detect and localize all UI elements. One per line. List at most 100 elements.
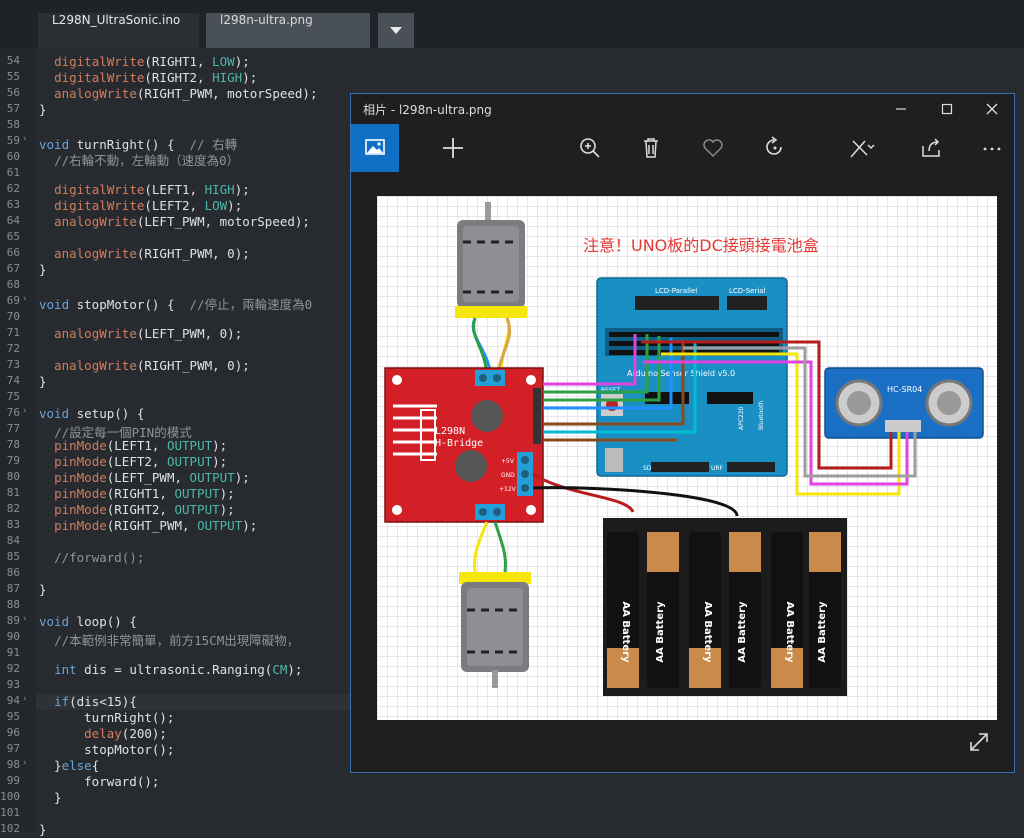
code-line: 60 //右輪不動，左輪動（速度為0） bbox=[0, 150, 1024, 168]
fold-chevron-icon[interactable]: › bbox=[22, 294, 28, 304]
code-text: pinMode(RIGHT_PWM, OUTPUT); bbox=[54, 518, 258, 533]
code-line: 70 bbox=[0, 310, 1024, 326]
battery-label-4: AA Battery bbox=[737, 601, 748, 663]
code-text: void turnRight() { // 右轉 bbox=[39, 137, 238, 152]
fold-chevron-icon[interactable]: › bbox=[22, 694, 28, 704]
code-text: delay(200); bbox=[84, 726, 167, 741]
code-text: } bbox=[39, 102, 47, 117]
line-number: 83 bbox=[6, 518, 20, 531]
code-text: analogWrite(LEFT_PWM, motorSpeed); bbox=[54, 214, 310, 229]
code-text: stopMotor(); bbox=[39, 742, 175, 757]
code-line: 56 analogWrite(RIGHT_PWM, motorSpeed); bbox=[0, 86, 1024, 102]
share-icon bbox=[922, 138, 940, 157]
line-number: 99 bbox=[6, 774, 20, 787]
battery-pack: AA Battery AA Battery AA Battery AA Batt… bbox=[603, 518, 847, 696]
code-line: 59›void turnRight() { // 右轉 bbox=[0, 134, 1024, 152]
code-line: 54 digitalWrite(RIGHT1, LOW); bbox=[0, 54, 1024, 70]
code-line: 84 bbox=[0, 534, 1024, 550]
code-line: 79 pinMode(LEFT2, OUTPUT); bbox=[0, 454, 1024, 470]
code-line: 86 bbox=[0, 566, 1024, 582]
edit-button[interactable] bbox=[835, 124, 883, 172]
tab-png-file[interactable]: l298n-ultra.png bbox=[206, 13, 370, 48]
code-line: 93 bbox=[0, 678, 1024, 694]
line-number: 87 bbox=[6, 582, 20, 595]
add-button[interactable] bbox=[429, 124, 477, 172]
fold-chevron-icon[interactable]: › bbox=[22, 758, 28, 768]
code-line: 90 //本範例非常簡單，前方15CM出現障礙物， bbox=[0, 630, 1024, 648]
code-line: 96 delay(200); bbox=[0, 726, 1024, 742]
code-line: 57} bbox=[0, 102, 1024, 118]
code-line: 85 //forward(); bbox=[0, 550, 1024, 566]
line-number: 90 bbox=[6, 630, 20, 643]
code-text: pinMode(LEFT1, OUTPUT); bbox=[54, 438, 228, 453]
code-line: 55 digitalWrite(RIGHT2, HIGH); bbox=[0, 70, 1024, 86]
line-number: 75 bbox=[6, 390, 20, 403]
fold-chevron-icon[interactable]: › bbox=[22, 406, 28, 416]
minimize-icon[interactable] bbox=[891, 99, 911, 119]
fullscreen-icon[interactable] bbox=[967, 730, 991, 754]
code-line: 67} bbox=[0, 262, 1024, 278]
code-line: 91 bbox=[0, 646, 1024, 662]
edit-draw-icon bbox=[850, 140, 875, 158]
code-line: 80 pinMode(LEFT_PWM, OUTPUT); bbox=[0, 470, 1024, 486]
gnd-label: GND bbox=[501, 472, 515, 479]
maximize-icon[interactable] bbox=[937, 99, 957, 119]
line-number: 89 bbox=[6, 614, 20, 627]
power-wires bbox=[532, 472, 739, 517]
more-options-button[interactable] bbox=[968, 124, 1016, 172]
code-line: 62 digitalWrite(LEFT1, HIGH); bbox=[0, 182, 1024, 198]
line-number: 95 bbox=[6, 710, 20, 723]
code-line: 98› }else{ bbox=[0, 758, 1024, 774]
close-icon[interactable] bbox=[982, 99, 1002, 119]
line-number: 76 bbox=[6, 406, 20, 419]
tab-ino-file[interactable]: L298N_UltraSonic.ino bbox=[38, 13, 199, 48]
line-number: 68 bbox=[6, 278, 20, 291]
line-number: 58 bbox=[6, 118, 20, 131]
code-line: 87} bbox=[0, 582, 1024, 598]
more-icon bbox=[983, 147, 1001, 151]
hc-sr04-sensor: HC-SR04 bbox=[824, 367, 984, 439]
photos-viewer-window: 相片 - l298n-ultra.png bbox=[350, 93, 1015, 773]
rotate-button[interactable] bbox=[751, 124, 799, 172]
code-text: analogWrite(RIGHT_PWM, 0); bbox=[54, 246, 250, 261]
code-text: }else{ bbox=[39, 758, 100, 773]
battery-cell-cap bbox=[689, 648, 721, 688]
line-number: 100 bbox=[0, 790, 20, 803]
v5-label: +5V bbox=[501, 458, 515, 465]
rotate-icon bbox=[766, 136, 782, 155]
code-line: 99 forward(); bbox=[0, 774, 1024, 790]
code-text: analogWrite(RIGHT_PWM, 0); bbox=[54, 358, 250, 373]
fold-chevron-icon[interactable]: › bbox=[22, 614, 28, 624]
code-text: analogWrite(LEFT_PWM, 0); bbox=[54, 326, 243, 341]
tab-overflow-dropdown[interactable] bbox=[378, 13, 414, 48]
share-button[interactable] bbox=[907, 124, 955, 172]
zoom-in-icon bbox=[580, 138, 600, 158]
heart-icon bbox=[703, 139, 723, 158]
zoom-button[interactable] bbox=[566, 124, 614, 172]
delete-button[interactable] bbox=[627, 124, 675, 172]
code-line: 72 bbox=[0, 342, 1024, 358]
plus-icon bbox=[443, 138, 463, 158]
bluetooth-label: Bluetooth bbox=[758, 401, 765, 430]
line-number: 78 bbox=[6, 438, 20, 451]
favorite-button[interactable] bbox=[689, 124, 737, 172]
v12-label: +12V bbox=[499, 486, 517, 493]
code-line: 68 bbox=[0, 278, 1024, 294]
code-text: void loop() { bbox=[39, 614, 137, 629]
code-line: 83 pinMode(RIGHT_PWM, OUTPUT); bbox=[0, 518, 1024, 534]
battery-cell-cap bbox=[729, 532, 761, 572]
line-number: 62 bbox=[6, 182, 20, 195]
line-number: 72 bbox=[6, 342, 20, 355]
view-image-button[interactable] bbox=[351, 124, 399, 172]
trash-icon bbox=[644, 138, 658, 158]
line-number: 86 bbox=[6, 566, 20, 579]
line-number: 102 bbox=[0, 822, 20, 835]
line-number: 67 bbox=[6, 262, 20, 275]
line-number: 56 bbox=[6, 86, 20, 99]
line-number: 57 bbox=[6, 102, 20, 115]
code-text: digitalWrite(RIGHT2, HIGH); bbox=[54, 70, 258, 85]
battery-cell-cap bbox=[607, 648, 639, 688]
urf-label: URF bbox=[711, 465, 724, 472]
fold-chevron-icon[interactable]: › bbox=[22, 134, 28, 144]
line-number: 81 bbox=[6, 486, 20, 499]
